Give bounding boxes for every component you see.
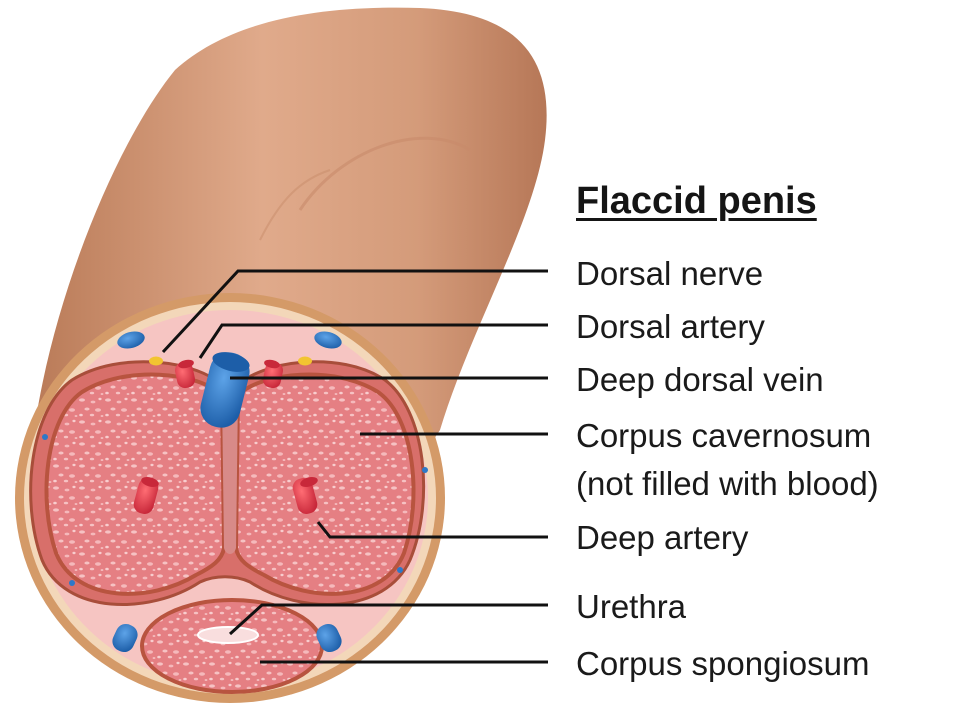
small-vessel-dot bbox=[397, 567, 403, 573]
label-deep-artery: Deep artery bbox=[576, 521, 748, 554]
dorsal-nerve-left bbox=[149, 357, 163, 366]
label-deep-dorsal-vein: Deep dorsal vein bbox=[576, 363, 824, 396]
urethra-lumen bbox=[198, 627, 258, 643]
dorsal-nerve-right bbox=[298, 357, 312, 366]
label-dorsal-artery: Dorsal artery bbox=[576, 310, 765, 343]
label-corpus-cavernosum: Corpus cavernosum bbox=[576, 419, 871, 452]
label-corpus-spongiosum: Corpus spongiosum bbox=[576, 647, 870, 680]
small-vessel-dot bbox=[69, 580, 75, 586]
small-vessel-dot bbox=[422, 467, 428, 473]
corpus-cavernosum-left bbox=[47, 375, 224, 594]
small-vessel-dot bbox=[42, 434, 48, 440]
label-dorsal-nerve: Dorsal nerve bbox=[576, 257, 763, 290]
corpus-cavernosum-right bbox=[236, 375, 413, 594]
corpus-spongiosum bbox=[142, 600, 322, 692]
label-urethra: Urethra bbox=[576, 590, 686, 623]
diagram-title: Flaccid penis bbox=[576, 182, 817, 220]
label-corpus-cavernosum-note: (not filled with blood) bbox=[576, 467, 879, 500]
